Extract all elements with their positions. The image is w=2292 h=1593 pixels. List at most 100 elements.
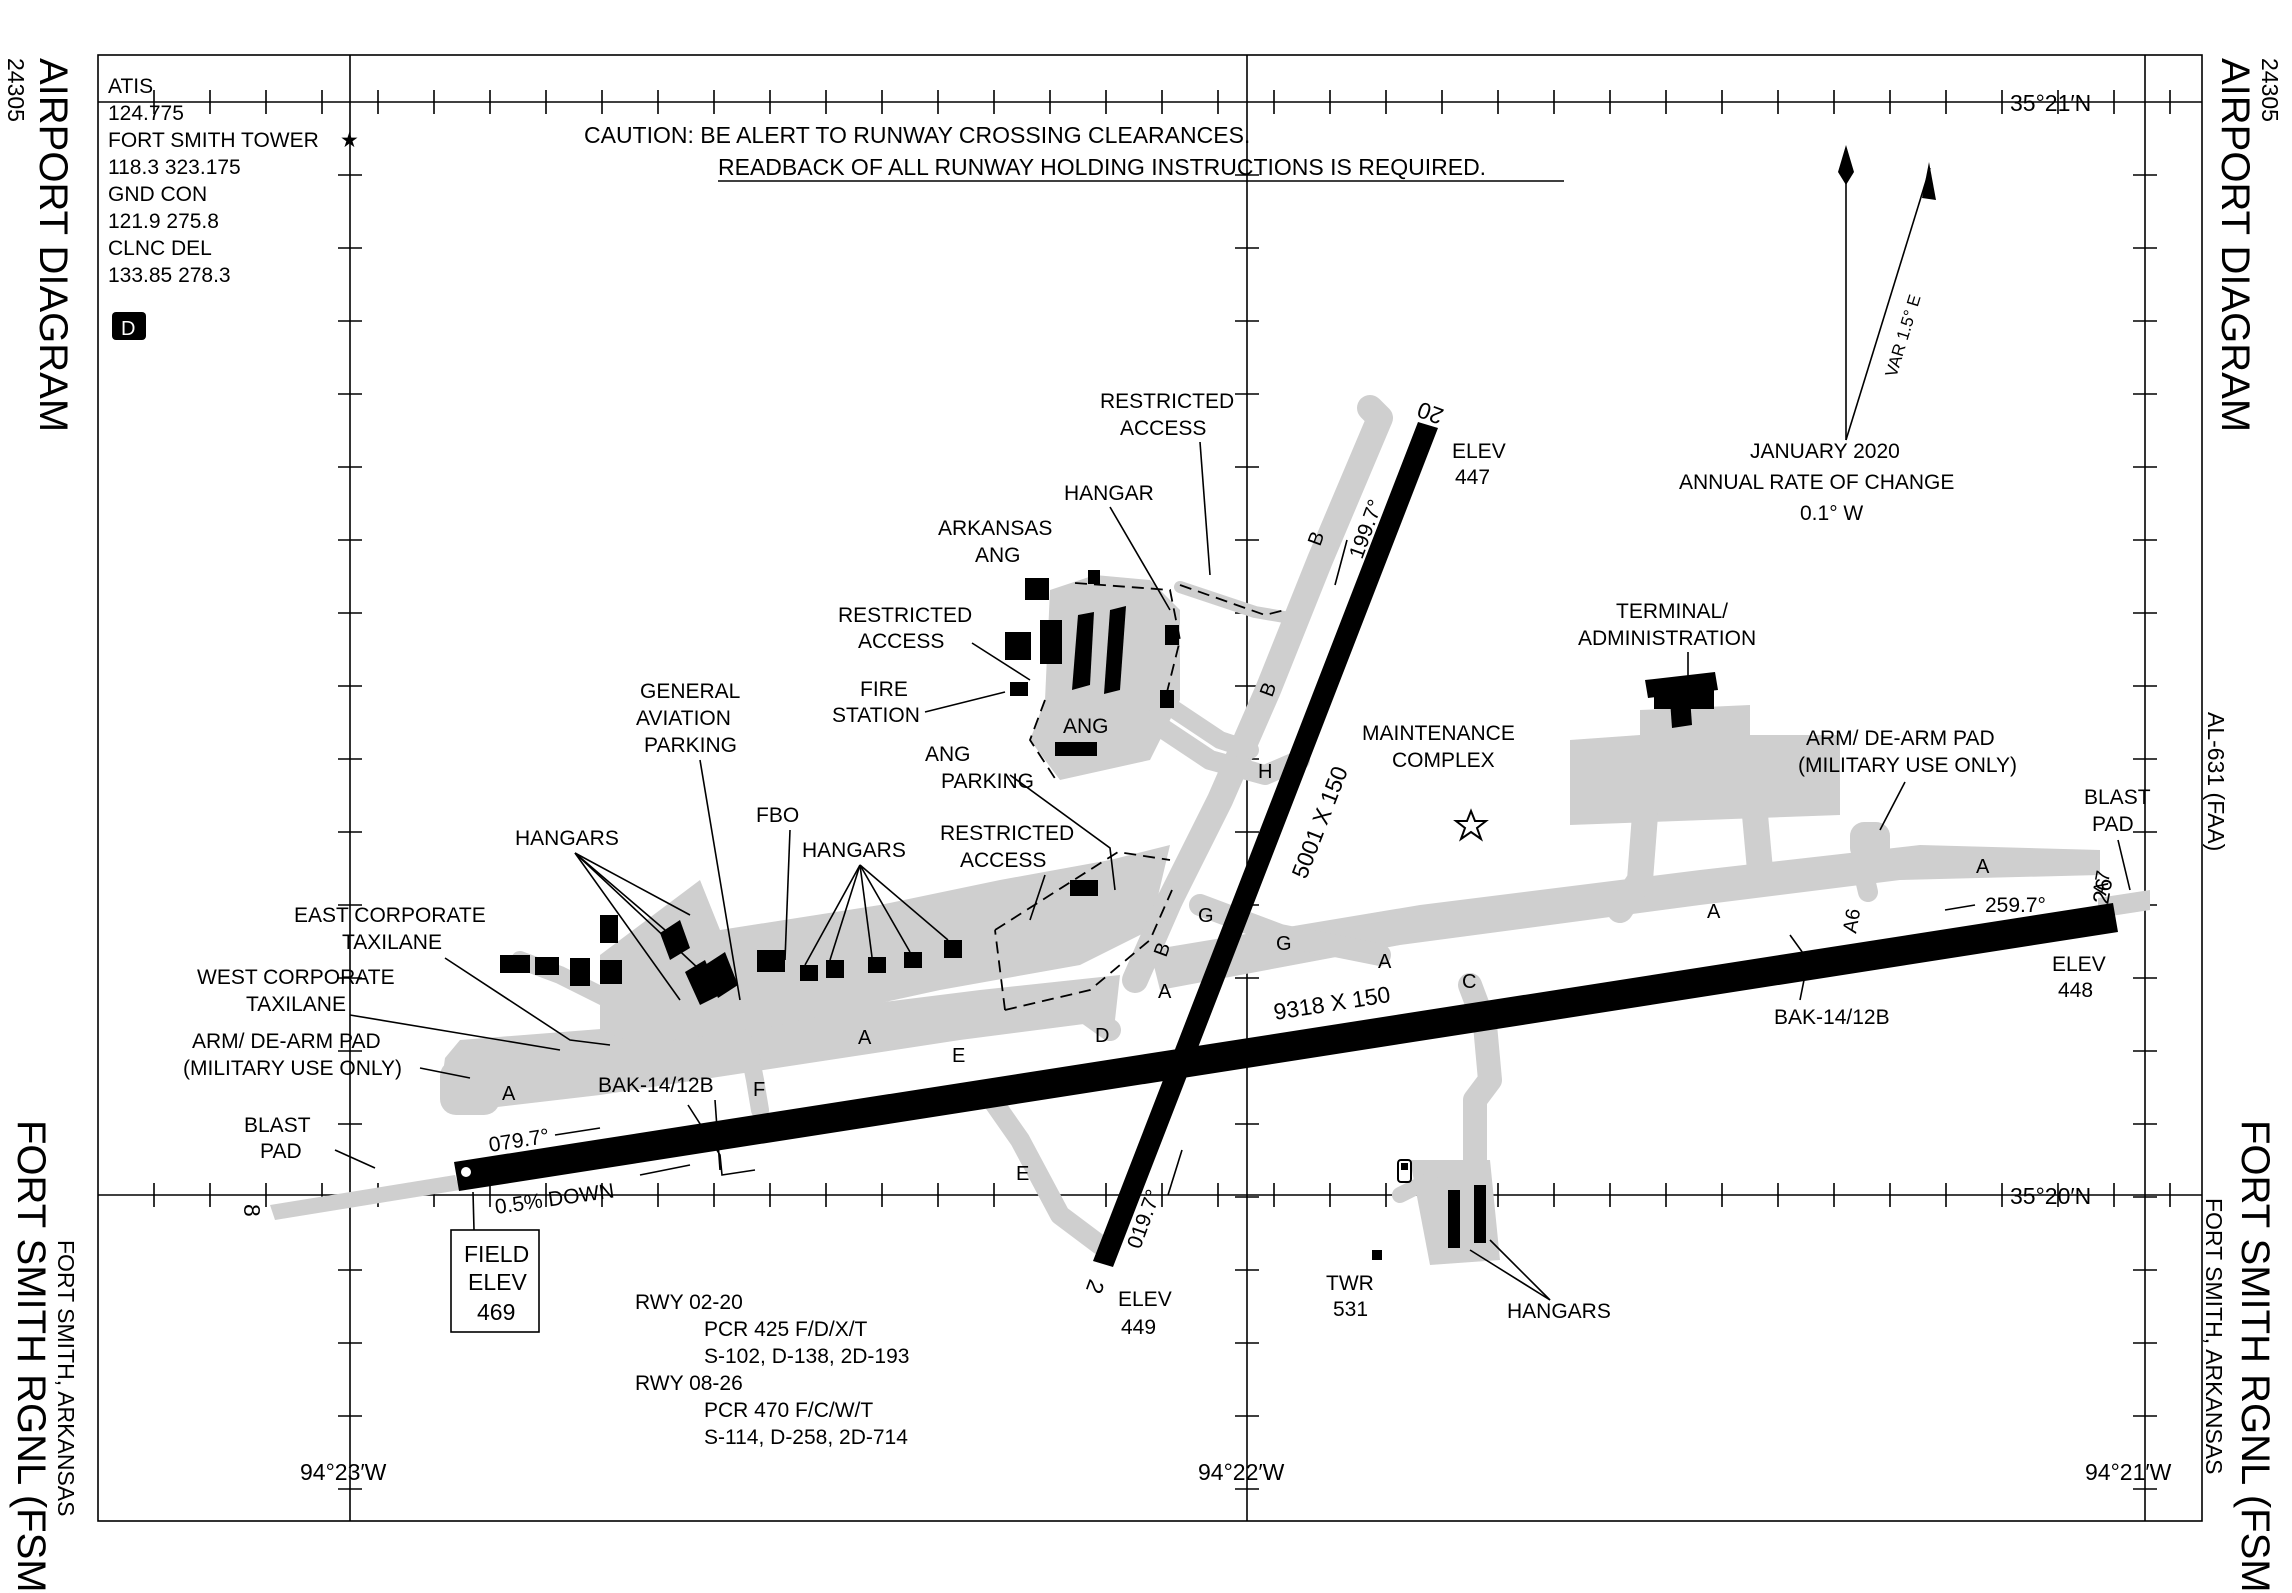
rwy-08-threshold-light [461, 1167, 471, 1177]
pcr-block: RWY 02-20 PCR 425 F/D/X/T S-102, D-138, … [635, 1291, 909, 1449]
field-elev-label-2: ELEV [468, 1269, 527, 1295]
twy-terminal-2 [1742, 802, 1773, 883]
diagram-title-left: AIRPORT DIAGRAM [31, 58, 75, 432]
twy-label-a-mid: A [1158, 981, 1172, 1003]
runway-02-20 [1093, 422, 1438, 1267]
restricted-access-north-1: RESTRICTED [1100, 390, 1234, 413]
pcr-rwy-0220-value: PCR 425 F/D/X/T [704, 1318, 868, 1341]
lat-north-label: 35°21′N [2010, 90, 2091, 116]
ldr-rwy8-hdg [554, 1127, 601, 1136]
d-badge-icon [112, 312, 146, 340]
ldr-restricted-ang [971, 642, 1031, 681]
tower-label: FORT SMITH TOWER [108, 129, 319, 152]
ldr-slope [639, 1164, 691, 1176]
terminal-wing [1645, 672, 1718, 698]
city-state-left: FORT SMITH, ARKANSAS [53, 1240, 79, 1516]
ang-hangar-4 [1088, 570, 1100, 584]
restricted-access-north-2: ACCESS [1120, 417, 1206, 440]
twy-label-e-south: E [1016, 1163, 1029, 1185]
clnc-frequency: 133.85 278.3 [108, 264, 231, 287]
lon-east-label: 94°21′W [2085, 1459, 2172, 1485]
terminal-apron [1570, 705, 1840, 825]
facility-labels: RESTRICTED ACCESS HANGAR ARKANSAS ANG RE… [183, 390, 2151, 1323]
hangar-m-4 [904, 952, 922, 968]
rwy-slope: 0.5% DOWN [493, 1179, 615, 1219]
ldr-hangars-mid-2 [829, 864, 861, 961]
ldr-rwy20-hdg [1334, 539, 1348, 586]
airport-name-right: FORT SMITH RGNL (FSM) [2233, 1120, 2277, 1593]
elev-26-label: ELEV [2052, 953, 2106, 976]
hangars-mid-label: HANGARS [802, 839, 906, 862]
ga-hangar-rot-1 [660, 920, 690, 960]
ga-parking-label-3: PARKING [644, 734, 737, 757]
hangars-west-label: HANGARS [515, 827, 619, 850]
north-restricted-access [1179, 584, 1286, 616]
var-rate-label: ANNUAL RATE OF CHANGE [1679, 471, 1954, 494]
hangar-w-5 [600, 960, 622, 984]
hangar-m-3 [868, 957, 886, 973]
blast-pad-west [270, 1175, 460, 1220]
ldr-ga-parking [699, 759, 741, 1001]
ldr-arm-east [1879, 781, 1906, 831]
hangar-label: HANGAR [1064, 482, 1154, 505]
hangar-w-3 [570, 958, 590, 986]
twy-h [1140, 710, 1310, 785]
ldr-restricted-ga [1029, 874, 1046, 921]
twy-label-e-north: E [952, 1045, 965, 1067]
fire-station [1010, 682, 1028, 696]
tower [1372, 1250, 1382, 1260]
ldr-hangars-w-4 [574, 852, 681, 1001]
field-elev-box [450, 1229, 540, 1333]
ldr-hangars-mid-5 [859, 864, 949, 941]
twy-label-g-north: G [1198, 905, 1214, 927]
arresting-gear-east: BAK-14/12B [1774, 1006, 1890, 1029]
restricted-access-ga-1: RESTRICTED [940, 822, 1074, 845]
ang-hangar-2 [1005, 632, 1031, 660]
elev-20-value: 447 [1455, 466, 1490, 489]
rwy-26-heading: 259.7° [1985, 894, 2046, 917]
rwy-end-2: 2 [1081, 1276, 1110, 1297]
atis-frequency: 124.775 [108, 102, 184, 125]
restricted-access-ang-2: ACCESS [858, 630, 944, 653]
fire-station-label-2: STATION [832, 704, 920, 727]
arm-pad-east-label-2: (MILITARY USE ONLY) [1798, 754, 2017, 777]
twy-e [975, 1080, 1110, 1255]
al-number: AL-631 (FAA) [2203, 712, 2229, 851]
taxiway-strips [511, 395, 1878, 1255]
arresting-gear-west: BAK-14/12B [598, 1074, 714, 1097]
maintenance-label-1: MAINTENANCE [1362, 722, 1515, 745]
clnc-label: CLNC DEL [108, 237, 212, 260]
twy-g [1189, 894, 1391, 966]
caution-line-1: CAUTION: BE ALERT TO RUNWAY CROSSING CLE… [584, 122, 1250, 148]
terminal-label-2: ADMINISTRATION [1578, 627, 1756, 650]
ldr-hangars-w-2 [574, 852, 691, 916]
twy-label-a6: A6 [1839, 907, 1865, 935]
twy-label-d: D [1095, 1025, 1109, 1047]
hangar-m-1 [800, 965, 818, 981]
ga-hangar-rot-3 [705, 952, 738, 998]
d-badge-label: D [121, 318, 135, 340]
twy-b-north [1157, 395, 1393, 913]
rwy-end-26: 26 [2087, 876, 2117, 906]
pavement [270, 395, 2150, 1265]
pcr-rwy-0826-value: PCR 470 F/C/W/T [704, 1399, 873, 1422]
south-hangar-1 [1448, 1190, 1460, 1248]
ldr-hangars-w-3 [574, 852, 701, 971]
north-arrow-icon: VAR 1.5° E [1838, 145, 1936, 441]
elev-26-value: 448 [2058, 979, 2093, 1002]
ldr-hangars-south-2 [1489, 1239, 1551, 1301]
field-elev-value: 469 [477, 1299, 515, 1325]
twy-label-h: H [1258, 761, 1272, 783]
arkansas-ang-label-1: ARKANSAS [938, 517, 1052, 540]
field-elev-label-1: FIELD [464, 1241, 529, 1267]
lat-south-label: 35°20′N [2010, 1183, 2091, 1209]
ldr-hangars-south-1 [1469, 1249, 1551, 1301]
pcr-rwy-0826-weights: S-114, D-258, 2D-714 [704, 1426, 908, 1449]
ldr-hangars-w-1 [574, 852, 666, 931]
frequency-block: ATIS 124.775 FORT SMITH TOWER ★ 118.3 32… [108, 75, 359, 340]
twy-ang-link [1151, 691, 1259, 759]
ang-hangar-1 [1025, 578, 1049, 600]
ldr-restricted-north [1199, 441, 1211, 576]
pcr-rwy-0220-weights: S-102, D-138, 2D-193 [704, 1345, 909, 1368]
blast-pad-west-label-2: PAD [260, 1140, 302, 1163]
